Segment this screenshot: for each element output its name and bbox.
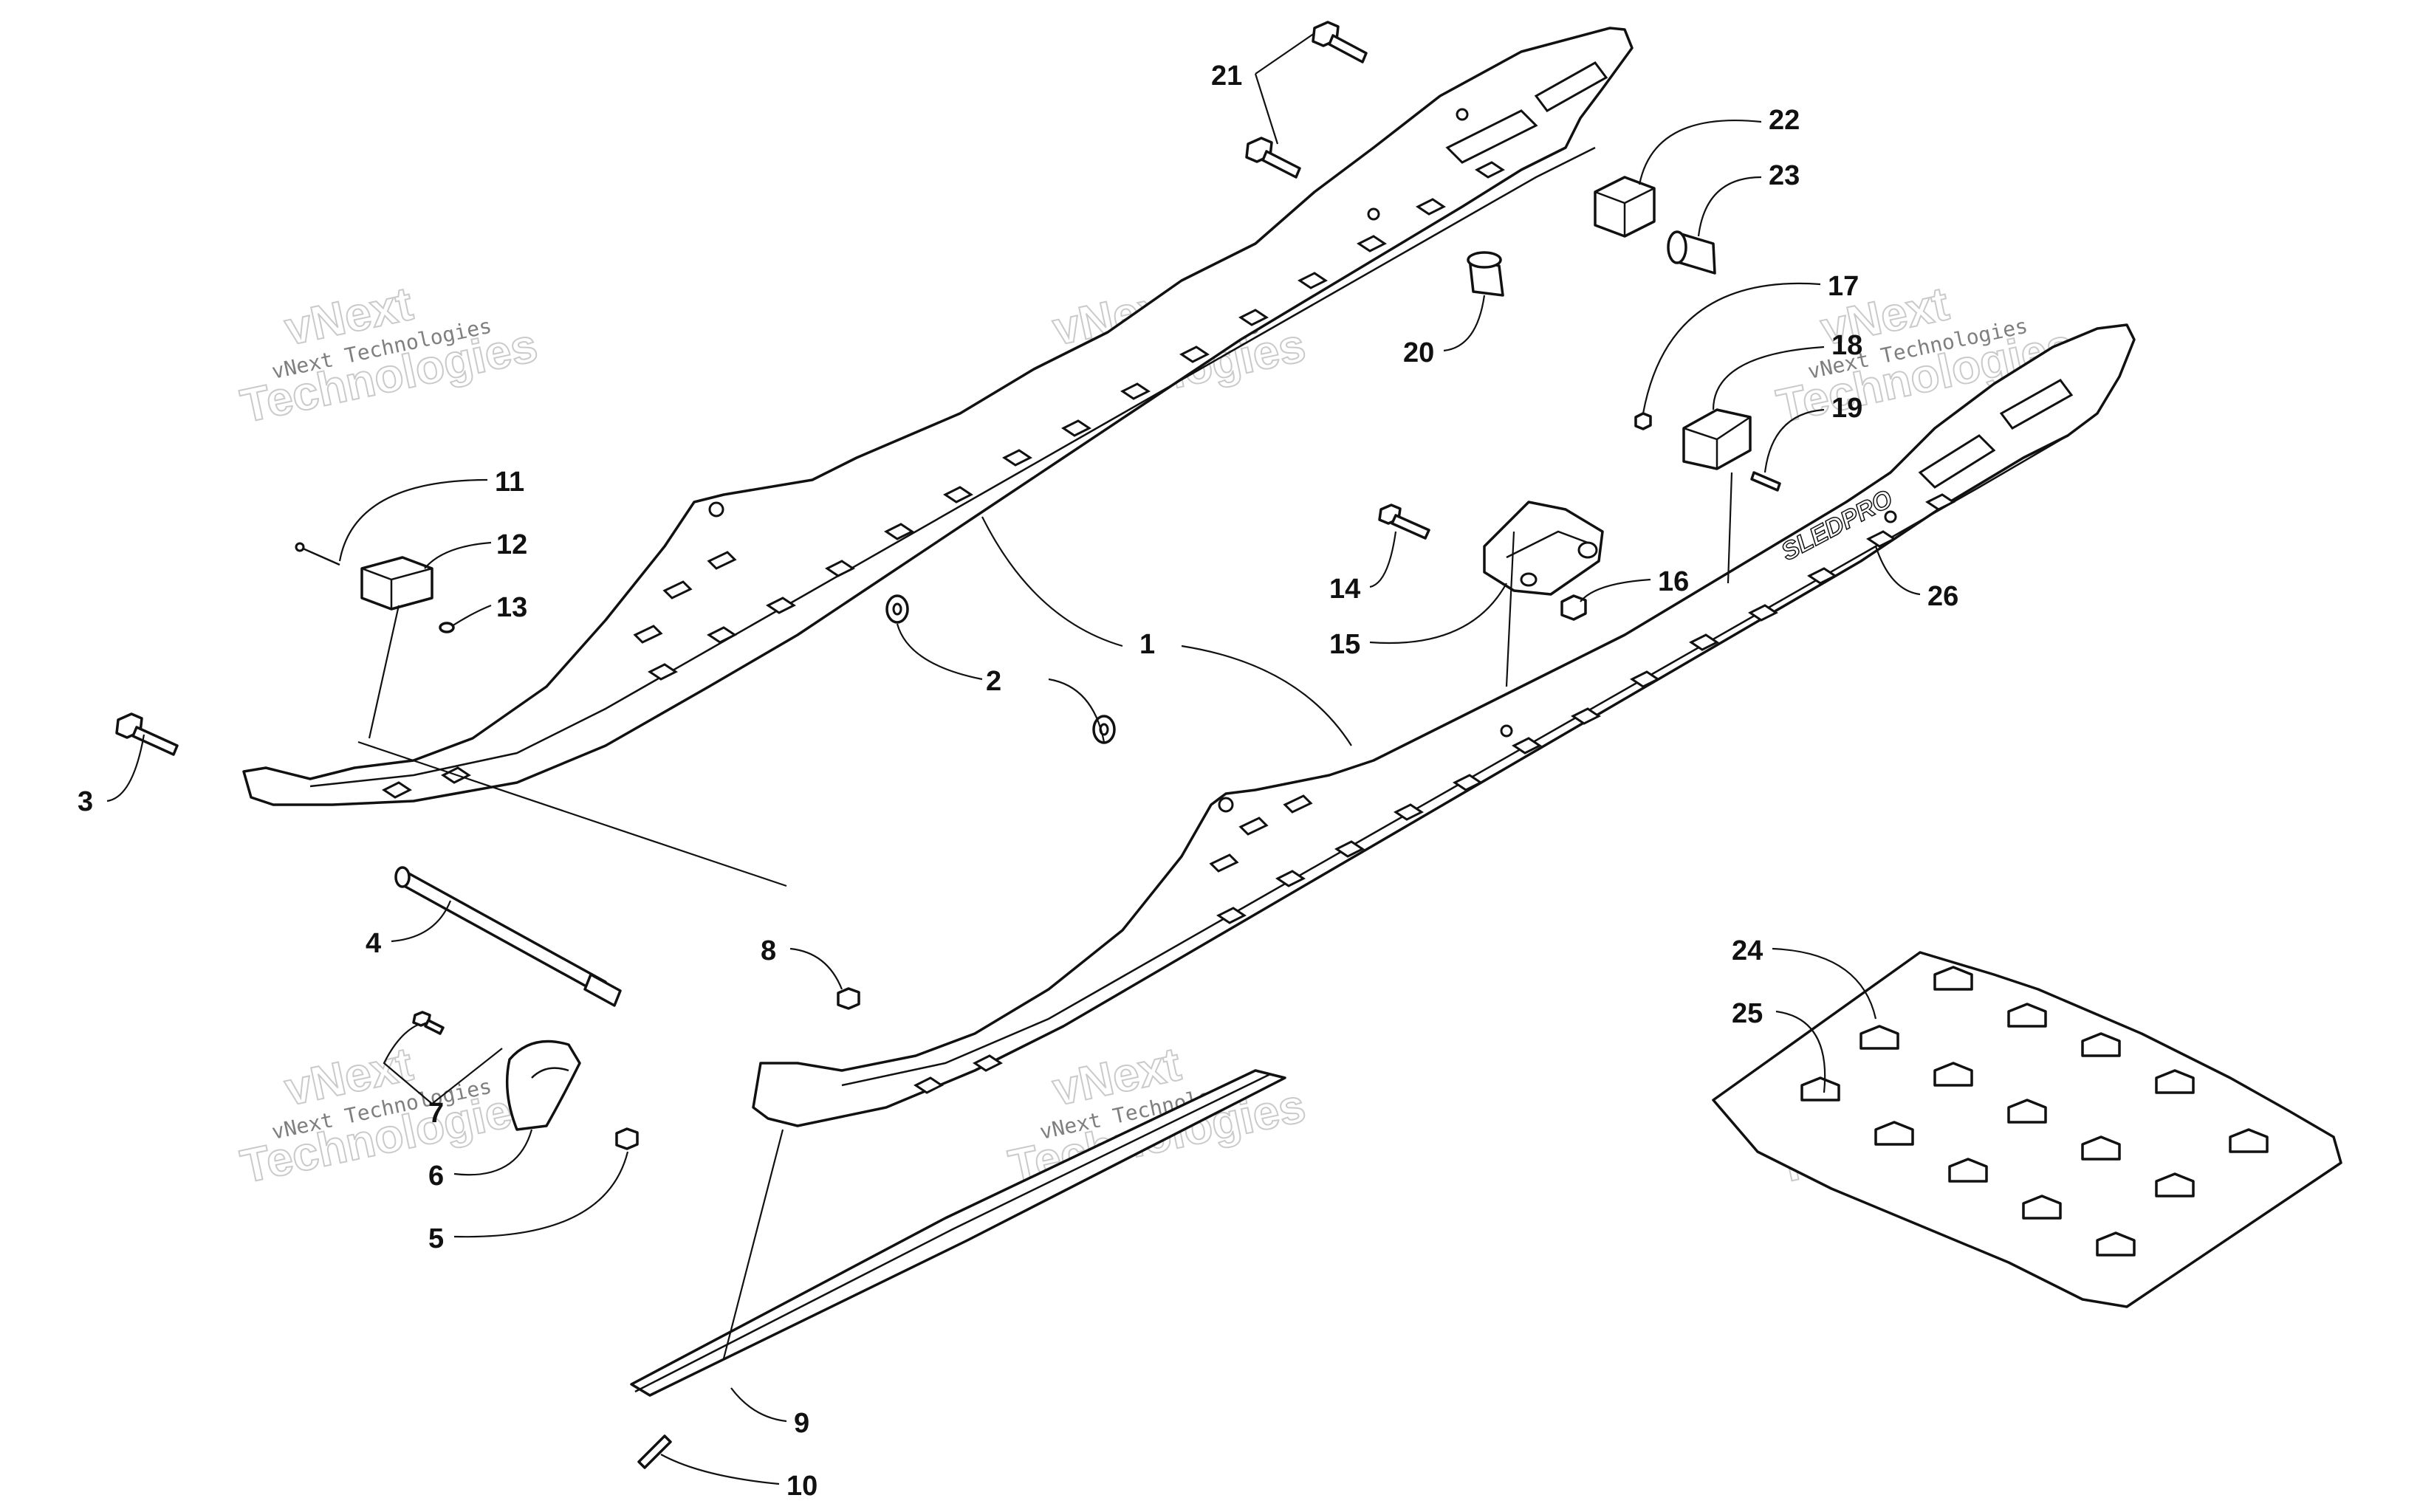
watermark-1: vNext Technologies vNext Technologies — [236, 276, 543, 433]
callout-19: 19 — [1831, 393, 1862, 424]
screw-part-7 — [412, 1011, 445, 1035]
callout-5: 5 — [428, 1223, 444, 1254]
screw-part-19 — [1750, 471, 1781, 492]
nut-part-17 — [1634, 412, 1652, 430]
nut-part-5 — [615, 1127, 639, 1150]
callout-1: 1 — [1139, 629, 1155, 660]
callout-21: 21 — [1211, 61, 1242, 92]
callout-11: 11 — [495, 467, 524, 498]
washer-part-2a — [885, 594, 909, 624]
pin-part-11 — [295, 542, 340, 566]
watermark-4: vNext Technologies vNext Technologies — [236, 1037, 543, 1194]
axle-part-4 — [394, 866, 622, 1007]
callout-labels: 1 2 3 4 5 6 7 8 9 10 11 12 13 14 15 16 1… — [78, 61, 1958, 1502]
callout-2: 2 — [986, 666, 1001, 697]
callout-18: 18 — [1831, 330, 1862, 361]
callout-14: 14 — [1329, 574, 1360, 605]
bushing-part-20 — [1467, 251, 1504, 297]
callout-8: 8 — [761, 935, 776, 966]
callout-24: 24 — [1732, 935, 1763, 966]
nut-part-16 — [1560, 594, 1587, 621]
bolt-part-14 — [1378, 504, 1430, 540]
block-part-18 — [1682, 408, 1752, 470]
callout-6: 6 — [428, 1161, 444, 1192]
bolt-part-3 — [115, 712, 179, 756]
track-lugs — [1800, 966, 2269, 1257]
callout-9: 9 — [794, 1408, 809, 1439]
track-part-24 — [1712, 951, 2342, 1308]
screw-part-10 — [637, 1434, 672, 1469]
nut-part-8 — [837, 987, 860, 1010]
watermark-5: vNext Technologies vNext Technologies — [1004, 1037, 1311, 1194]
callout-12: 12 — [496, 529, 527, 560]
leader-lines — [106, 32, 1921, 1485]
callout-20: 20 — [1403, 337, 1434, 368]
callout-10: 10 — [786, 1471, 817, 1502]
callout-22: 22 — [1769, 105, 1800, 136]
rail-left — [242, 27, 1634, 806]
callout-13: 13 — [496, 592, 527, 623]
callout-15: 15 — [1329, 629, 1360, 660]
washer-part-13 — [439, 622, 455, 633]
bolt-part-21a — [1312, 21, 1368, 63]
block-part-12 — [360, 556, 433, 611]
wear-strip-part-9 — [630, 1069, 1286, 1397]
spacer-part-23 — [1667, 230, 1716, 275]
cup-part-6 — [505, 1040, 581, 1131]
callout-3: 3 — [78, 786, 93, 817]
callout-7: 7 — [428, 1098, 444, 1129]
callout-17: 17 — [1828, 271, 1859, 302]
callout-16: 16 — [1658, 566, 1689, 597]
callout-4: 4 — [366, 928, 381, 959]
bolt-part-21b — [1245, 137, 1301, 179]
callout-26: 26 — [1927, 581, 1958, 612]
callout-23: 23 — [1769, 160, 1800, 191]
bumper-part-22 — [1594, 176, 1656, 238]
bracket-part-15 — [1483, 501, 1604, 596]
callout-25: 25 — [1732, 998, 1763, 1029]
